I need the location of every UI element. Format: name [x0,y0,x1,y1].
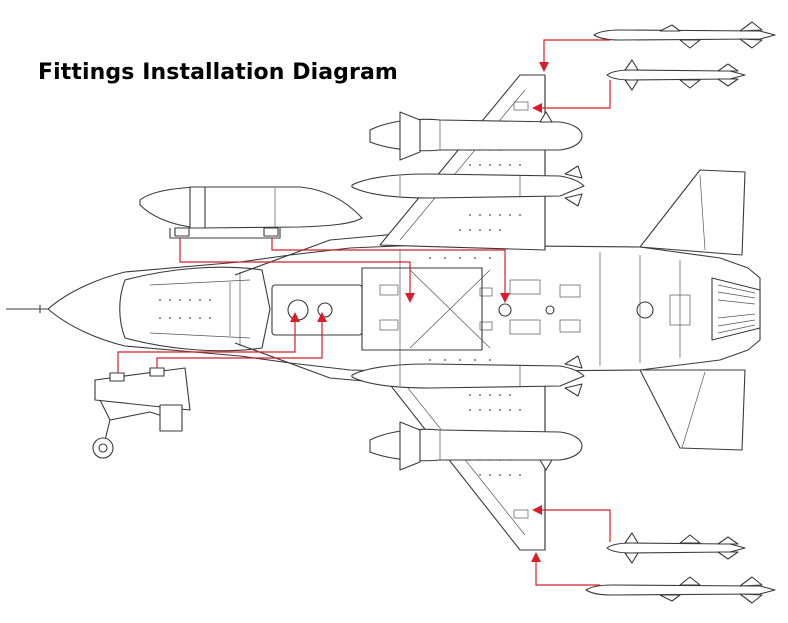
upper-wingtip-missile [593,21,776,49]
landing-gear [92,367,191,459]
upper-wing [379,74,546,251]
centerline-fuel-tank [139,186,363,239]
upper-wing-missile [606,59,746,91]
page-title: Fittings Installation Diagram [38,60,398,85]
lower-body-missile [351,355,585,397]
jet-fuselage [6,169,761,451]
lower-wing-fuel-tank [369,421,583,471]
upper-body-missile [351,165,585,207]
lower-wingtip-missile [585,576,776,604]
leader-lines [117,39,611,586]
lower-wing-missile [606,532,746,564]
upper-wing-fuel-tank [369,111,583,161]
